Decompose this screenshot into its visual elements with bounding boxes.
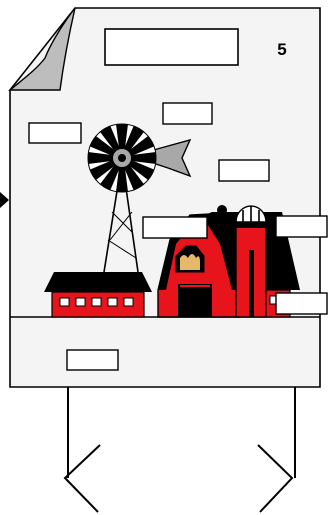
stand-legs bbox=[65, 387, 295, 512]
label-box-bottom-left[interactable] bbox=[67, 350, 118, 370]
label-box-right-middle[interactable] bbox=[219, 160, 269, 181]
small-shed bbox=[44, 272, 152, 317]
label-box-center-left[interactable] bbox=[143, 217, 207, 238]
left-arrow-pointer bbox=[0, 192, 9, 208]
label-box-top-title[interactable] bbox=[105, 29, 238, 65]
label-box-left-upper[interactable] bbox=[29, 123, 81, 143]
label-box-right-lower[interactable] bbox=[276, 293, 327, 314]
label-box-upper-middle[interactable] bbox=[163, 103, 212, 124]
label-box-right-upper[interactable] bbox=[276, 216, 327, 237]
page-number: 5 bbox=[267, 38, 297, 62]
windmill-blades bbox=[88, 124, 156, 192]
barn-door bbox=[178, 284, 212, 317]
